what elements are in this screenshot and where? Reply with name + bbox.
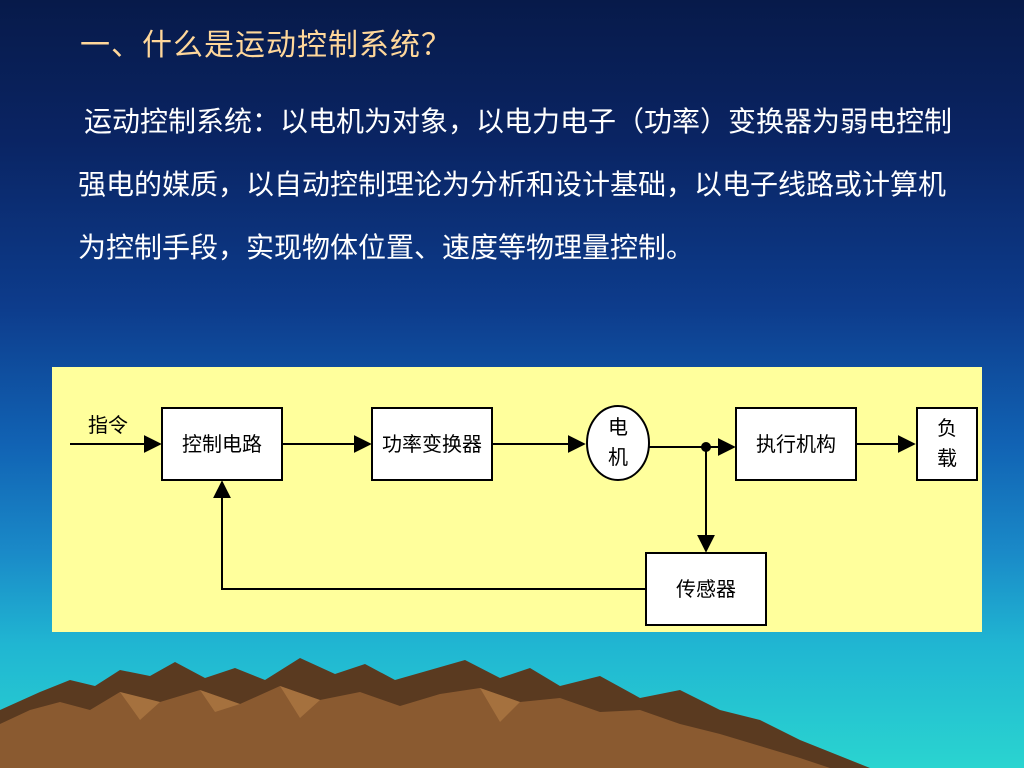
definition-paragraph: 运动控制系统：以电机为对象，以电力电子（功率）变换器为弱电控制强电的媒质，以自动… bbox=[78, 90, 958, 279]
motor-label-line1: 电 bbox=[608, 415, 628, 439]
mountain-decoration bbox=[0, 658, 870, 768]
converter-block bbox=[371, 407, 493, 481]
sensor-block bbox=[645, 552, 767, 626]
converter-label: 功率变换器 bbox=[382, 432, 482, 456]
mountain-range-front bbox=[0, 686, 830, 768]
feedback-path bbox=[213, 480, 646, 590]
controller-label: 控制电路 bbox=[182, 432, 262, 456]
motor-block bbox=[586, 405, 650, 481]
load-block bbox=[916, 407, 978, 481]
definition-text: 运动控制系统：以电机为对象，以电力电子（功率）变换器为弱电控制强电的媒质，以自动… bbox=[78, 105, 953, 264]
load-label-line1: 负 bbox=[937, 416, 957, 440]
input-label: 指令 bbox=[88, 413, 128, 437]
actuator-label: 执行机构 bbox=[756, 432, 836, 456]
actuator-block bbox=[735, 407, 857, 481]
diagram-svg: 指令 控制电路 功率变换器 电 机 执行机构 bbox=[70, 405, 978, 626]
control-block-diagram: 指令 控制电路 功率变换器 电 机 执行机构 bbox=[52, 367, 982, 632]
load-label-line2: 载 bbox=[937, 446, 957, 470]
motor-label-line2: 机 bbox=[608, 445, 628, 469]
sensor-label: 传感器 bbox=[676, 577, 736, 601]
slide-title: 一、什么是运动控制系统？ bbox=[80, 28, 452, 63]
